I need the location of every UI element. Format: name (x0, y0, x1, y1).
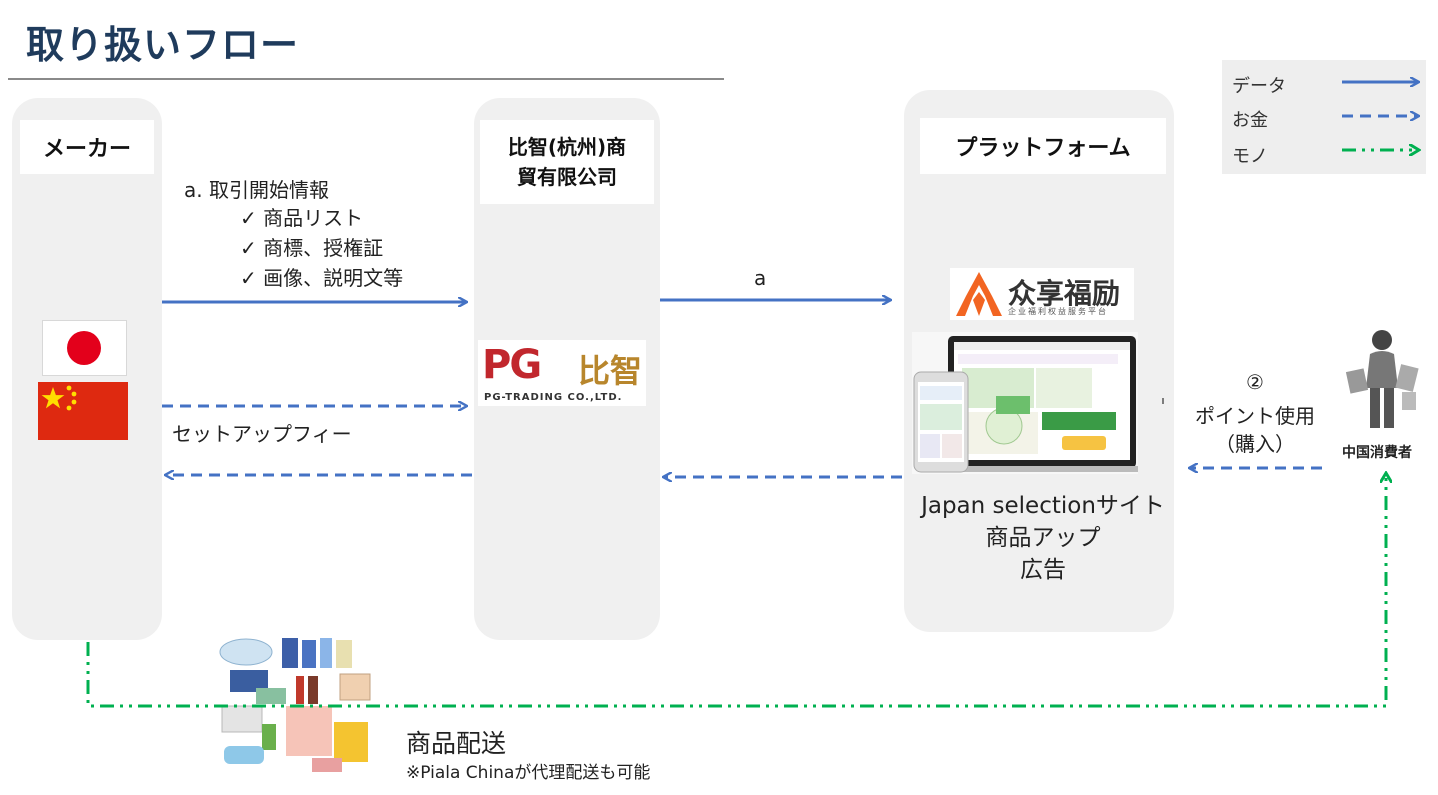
zhongxiang-name: 众享福励 (1008, 277, 1121, 310)
delivery-note: ※Piala Chinaが代理配送も可能 (406, 763, 651, 783)
platform-header-label: プラットフォーム (955, 136, 1131, 161)
pg-logo-sub: PG-TRADING CO.,LTD. (484, 392, 623, 403)
platform-header: プラットフォーム (920, 118, 1166, 174)
pg-logo-chinese: 比智 (578, 352, 643, 390)
maker-header: メーカー (20, 120, 154, 174)
goods-arrow-delivery (86, 474, 1386, 708)
legend-goods-label: モノ (1232, 146, 1268, 167)
pg-header-line1: 比智(杭州)商 (507, 135, 627, 159)
china-flag-icon (38, 382, 128, 440)
trade-info-heading: a. 取引開始情報 (184, 178, 329, 202)
zhongxiang-logo: 众享福励 企业福利权益服务平台 (950, 268, 1134, 320)
legend-data-label: データ (1232, 76, 1286, 97)
maker-header-label: メーカー (42, 137, 131, 162)
title-divider (8, 78, 724, 80)
setup-fee-label: セットアップフィー (172, 422, 352, 446)
zhongxiang-mark-icon (956, 272, 1002, 316)
legend: データ お金 モノ (1222, 60, 1426, 174)
platform-caption-line1: Japan selectionサイト (921, 493, 1165, 519)
points-line1: ポイント使用 (1195, 404, 1315, 428)
points-line2: （購入） (1215, 432, 1295, 456)
platform-caption-line3: 広告 (1020, 557, 1066, 583)
trade-info-item-1: ✓ 商品リスト (240, 206, 364, 230)
points-number: ② (1246, 370, 1264, 394)
consumer-label: 中国消費者 (1342, 445, 1412, 461)
trade-info-item-2: ✓ 商標、授権証 (240, 236, 384, 260)
pg-header-line2: 貿有限公司 (517, 165, 617, 189)
pg-header: 比智(杭州)商 貿有限公司 (480, 120, 654, 204)
products-illustration (216, 636, 376, 776)
page-title: 取り扱いフロー (26, 23, 300, 67)
platform-caption-line2: 商品アップ (985, 525, 1101, 551)
delivery-title: 商品配送 (406, 729, 507, 758)
pg-logo-mark: PG (482, 342, 542, 388)
chinese-consumer-illustration (1340, 326, 1424, 436)
website-screenshot-image (912, 332, 1144, 474)
pg-trading-logo: PG 比智 PG-TRADING CO.,LTD. (478, 340, 646, 406)
japan-flag-icon (42, 320, 127, 376)
trade-info-item-3: ✓ 画像、説明文等 (240, 266, 404, 290)
arrow-a-label: a (754, 266, 767, 290)
legend-money-label: お金 (1232, 110, 1268, 131)
zhongxiang-sub: 企业福利权益服务平台 (1008, 307, 1108, 316)
